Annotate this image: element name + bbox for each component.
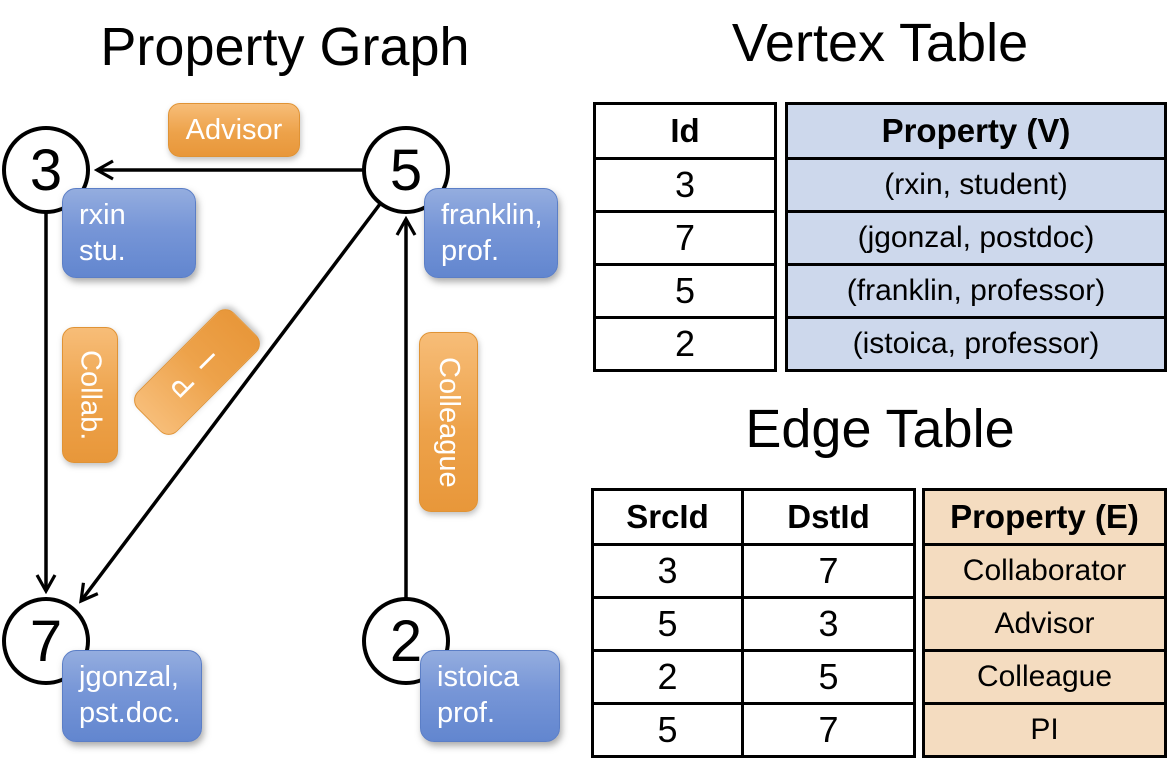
table-cell: 5 — [657, 709, 678, 750]
property-line: prof. — [437, 697, 496, 729]
table-cell: (istoica, professor) — [788, 316, 1164, 369]
edge-label-colleague: Colleague — [419, 332, 478, 512]
table-row: 3 7 — [594, 543, 913, 596]
vertex-table-property-column: Property (V) (rxin, student) (jgonzal, p… — [785, 102, 1167, 372]
edge-pi-5-to-7 — [81, 202, 382, 601]
graph-edges — [0, 0, 570, 760]
vertex-property-box-istoica: istoica prof. — [420, 650, 560, 742]
table-cell: 5 — [741, 652, 913, 702]
column-header-property-v: Property (V) — [881, 112, 1071, 149]
table-cell: 3 — [741, 599, 913, 649]
edge-table-title: Edge Table — [745, 399, 1015, 459]
edge-label-text: Advisor — [185, 113, 283, 146]
table-cell: 7 — [596, 210, 774, 263]
table-cell: Advisor — [925, 596, 1164, 649]
edge-table-property-column: Property (E) Collaborator Advisor Collea… — [922, 488, 1167, 758]
column-header-property-e: Property (E) — [950, 498, 1139, 535]
vertex-property-box-franklin: franklin, prof. — [424, 188, 558, 278]
vertex-node-2-id: 2 — [389, 608, 423, 674]
edge-label-text: Collab. — [74, 349, 107, 441]
table-cell: Colleague — [925, 649, 1164, 702]
vertex-property-box-jgonzal: jgonzal, pst.doc. — [62, 650, 202, 742]
property-line: jgonzal, — [79, 661, 179, 693]
vertex-property-box-rxin: rxin stu. — [62, 188, 196, 278]
column-header-srcid: SrcId — [626, 498, 709, 535]
table-cell: 2 — [657, 656, 678, 697]
property-line: pst.doc. — [79, 697, 181, 729]
vertex-node-7-id: 7 — [29, 608, 63, 674]
table-cell: 3 — [596, 157, 774, 210]
vertex-node-3-id: 3 — [29, 137, 63, 203]
table-cell: 3 — [657, 550, 678, 591]
table-cell: (rxin, student) — [788, 157, 1164, 210]
edge-label-text: Colleague — [433, 356, 465, 488]
vertex-table-id-column: Id 3 7 5 2 — [593, 102, 777, 372]
vertex-node-2: 2 — [362, 597, 450, 685]
table-cell: 5 — [596, 263, 774, 316]
property-line: franklin, — [441, 199, 543, 231]
table-cell: (franklin, professor) — [788, 263, 1164, 316]
vertex-table-title: Vertex Table — [731, 13, 1029, 73]
table-cell: PI — [925, 702, 1164, 755]
property-line: rxin — [79, 199, 126, 231]
table-cell: 7 — [741, 546, 913, 596]
table-row: 2 5 — [594, 649, 913, 702]
table-row: 5 3 — [594, 596, 913, 649]
table-cell: 7 — [741, 705, 913, 755]
property-line: stu. — [79, 235, 126, 267]
column-header-id: Id — [670, 112, 700, 149]
vertex-node-5-id: 5 — [389, 137, 423, 203]
table-cell: 2 — [596, 316, 774, 369]
edge-table-id-columns: SrcId DstId 3 7 5 3 2 5 5 7 — [591, 488, 916, 758]
vertex-node-5: 5 — [362, 126, 450, 214]
edge-label-collab: Collab. — [62, 327, 118, 463]
property-graph-title: Property Graph — [100, 17, 470, 77]
table-cell: Collaborator — [925, 543, 1164, 596]
property-line: istoica — [437, 661, 520, 693]
column-header-dstid: DstId — [741, 491, 913, 543]
table-row: 5 7 — [594, 702, 913, 755]
table-cell: 5 — [657, 603, 678, 644]
edge-label-advisor: Advisor — [168, 103, 300, 157]
table-cell: (jgonzal, postdoc) — [788, 210, 1164, 263]
table-row: SrcId DstId — [594, 491, 913, 543]
property-line: prof. — [441, 235, 500, 267]
